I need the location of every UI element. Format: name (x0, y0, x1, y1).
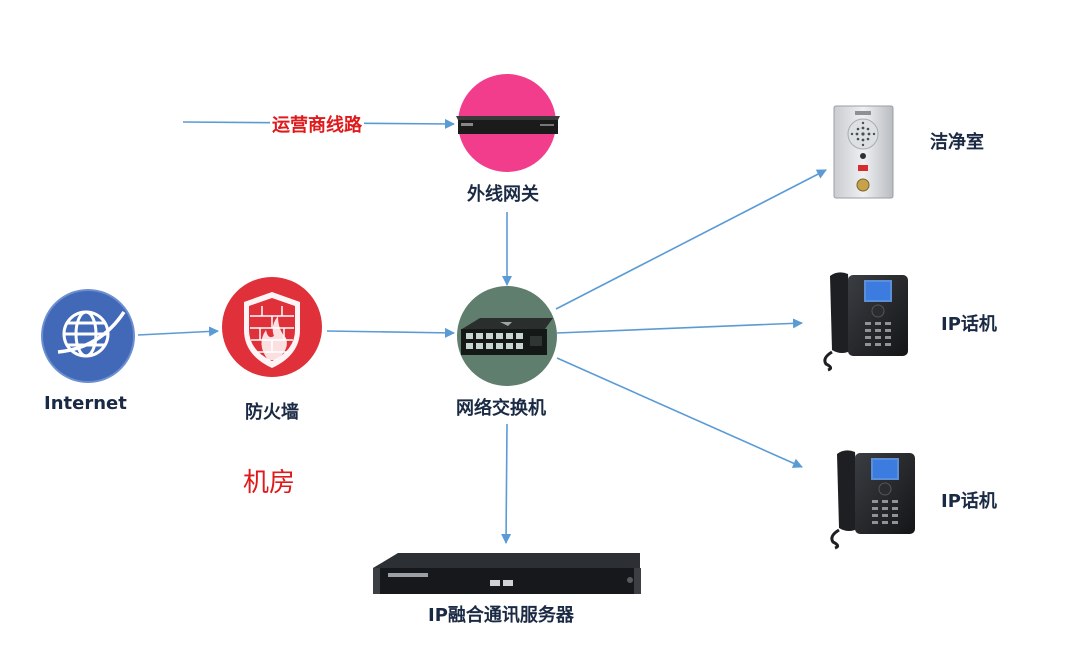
ip-phone-icon (823, 272, 908, 372)
phone1-label: IP话机 (941, 314, 997, 335)
gateway-device-icon (456, 116, 560, 134)
rack-server-icon (373, 553, 641, 594)
server-label: IP融合通讯服务器 (428, 605, 574, 626)
switch-label: 网络交换机 (456, 398, 546, 419)
globe-icon (57, 310, 126, 358)
switch-to-phone2-arrow (556, 357, 803, 468)
network-switch-icon (461, 318, 553, 355)
carrier-line-label: 运营商线路 (270, 111, 364, 137)
internet-label: Internet (44, 393, 127, 414)
machine-room-label: 机房 (243, 468, 296, 498)
phone1-node (823, 272, 908, 372)
internet-to-firewall-arrow (137, 326, 219, 337)
intercom-panel-icon (833, 105, 894, 199)
firewall-to-switch-arrow (326, 327, 455, 338)
internet-node (41, 289, 135, 383)
switch-node (457, 286, 557, 386)
cleanroom-label: 洁净室 (930, 132, 984, 153)
gateway-node (456, 74, 560, 172)
firewall-label: 防火墙 (245, 402, 299, 423)
server-node (373, 553, 641, 594)
switch-to-cleanroom-arrow (555, 169, 827, 310)
firewall-icon (244, 292, 300, 368)
firewall-node (222, 277, 322, 377)
connection-arrows (137, 118, 827, 544)
switch-to-phone1-arrow (556, 318, 803, 334)
gateway-label: 外线网关 (467, 184, 539, 205)
cleanroom-node (833, 105, 894, 199)
ip-phone-icon (830, 450, 915, 550)
phone2-label: IP话机 (941, 491, 997, 512)
phone2-node (830, 450, 915, 550)
switch-to-server-arrow (501, 423, 512, 544)
